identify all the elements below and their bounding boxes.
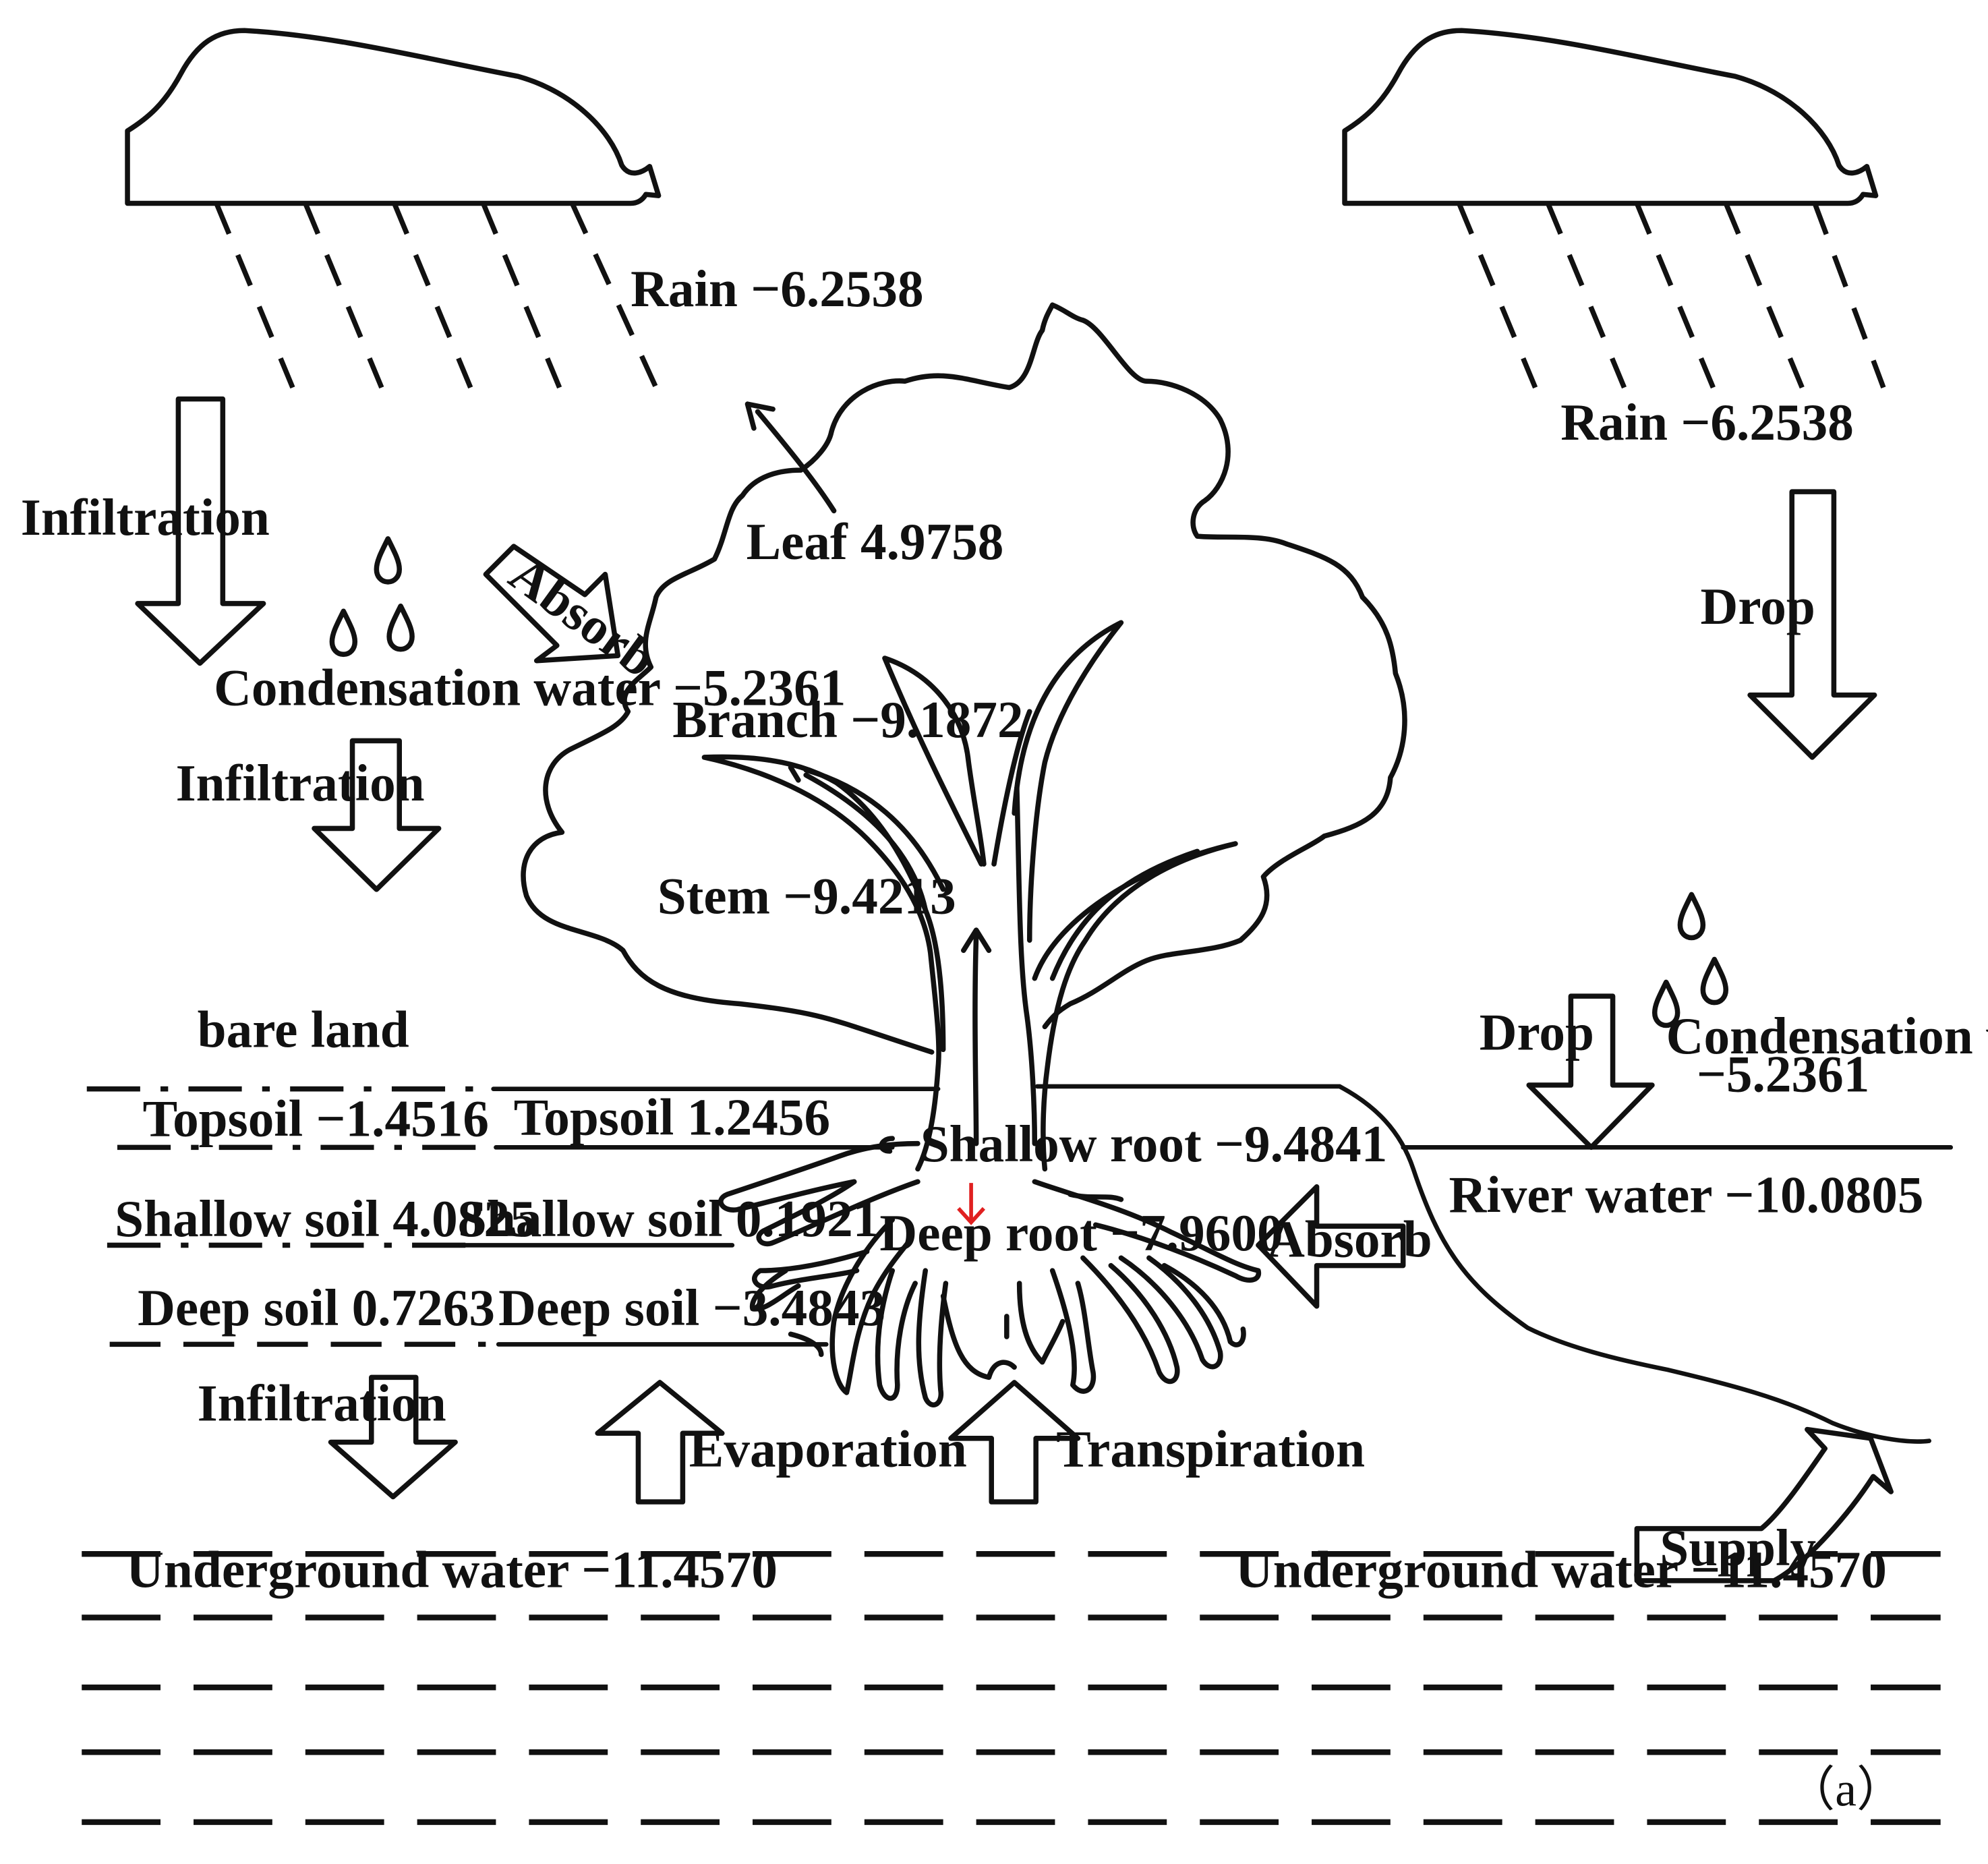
left-rain-label: Rain −6.2538 [631, 260, 924, 318]
arrow-absorb-canopy [483, 544, 621, 664]
right-drop-top-label: Drop [1701, 577, 1815, 635]
bare-land-label: bare land [198, 1001, 409, 1059]
arrow-drop-bottom [1526, 993, 1655, 1151]
panel-label: （a） [1787, 1763, 1905, 1816]
left-underground-label: Underground water −11.4570 [126, 1540, 778, 1598]
left-infiltration-top-label: Infiltration [21, 488, 270, 546]
drops-right [1651, 892, 1729, 1028]
tree-canopy [521, 302, 1407, 1055]
underground-water-lines [82, 1551, 1941, 1826]
drops-left [329, 536, 415, 658]
supply-label: Supply [1660, 1519, 1816, 1577]
transpiration-label: Transpiration [1056, 1420, 1365, 1478]
arrow-transpiration [948, 1380, 1081, 1505]
left-condensation-label: Condensation water −5.2361 [214, 659, 846, 717]
left-infiltration-mid-label: Infiltration [176, 754, 425, 812]
tree-topsoil-label: Topsoil 1.2456 [514, 1088, 830, 1146]
right-condensation-label: Condensation water [1666, 1007, 1988, 1065]
left-cloud [125, 28, 662, 206]
right-underground-label: Underground water −11.4570 [1235, 1540, 1887, 1598]
left-topsoil-label: Topsoil −1.4516 [143, 1089, 489, 1147]
arrow-drop-top [1747, 489, 1877, 760]
left-deep-soil-label: Deep soil 0.7263 [138, 1279, 495, 1337]
left-infiltration-bottom-label: Infiltration [198, 1374, 446, 1432]
left-shallow-soil-label: Shallow soil 4.0825 [115, 1190, 535, 1248]
right-rain [1457, 202, 1886, 389]
branch-label: Branch −9.1872 [672, 691, 1023, 749]
right-cloud [1342, 28, 1879, 206]
shallow-root-label: Shallow root −9.4841 [920, 1115, 1388, 1173]
arrow-infiltration-bottom [328, 1374, 458, 1500]
stem-label: Stem −9.4213 [657, 867, 956, 925]
tree-trunk [701, 620, 1238, 1172]
tree-shallow-soil-label: Shallow soil 0.1921 [458, 1190, 879, 1248]
arrow-absorb-roots [1256, 1184, 1406, 1309]
right-condensation-value: −5.2361 [1697, 1045, 1869, 1103]
root-absorb-label: Absorb [1267, 1210, 1432, 1268]
leaf-label: Leaf 4.9758 [747, 513, 1004, 571]
tree-roots [718, 1136, 1262, 1407]
river-water-label: River water −10.0805 [1449, 1165, 1924, 1223]
tree-deep-soil-label: Deep soil −3.4843 [498, 1279, 885, 1337]
arrow-infiltration-mid [312, 738, 442, 892]
evaporation-label: Evaporation [689, 1420, 967, 1478]
arrow-evaporation [595, 1380, 725, 1505]
arrow-supply [1634, 1426, 1894, 1583]
deep-root-label: Deep root −7.9600 [879, 1204, 1283, 1262]
right-rain-label: Rain −6.2538 [1560, 393, 1854, 451]
soil-layers [86, 1084, 1954, 1444]
arrow-infiltration-top [135, 396, 266, 666]
left-rain [214, 202, 659, 389]
right-drop-bottom-label: Drop [1480, 1003, 1594, 1061]
